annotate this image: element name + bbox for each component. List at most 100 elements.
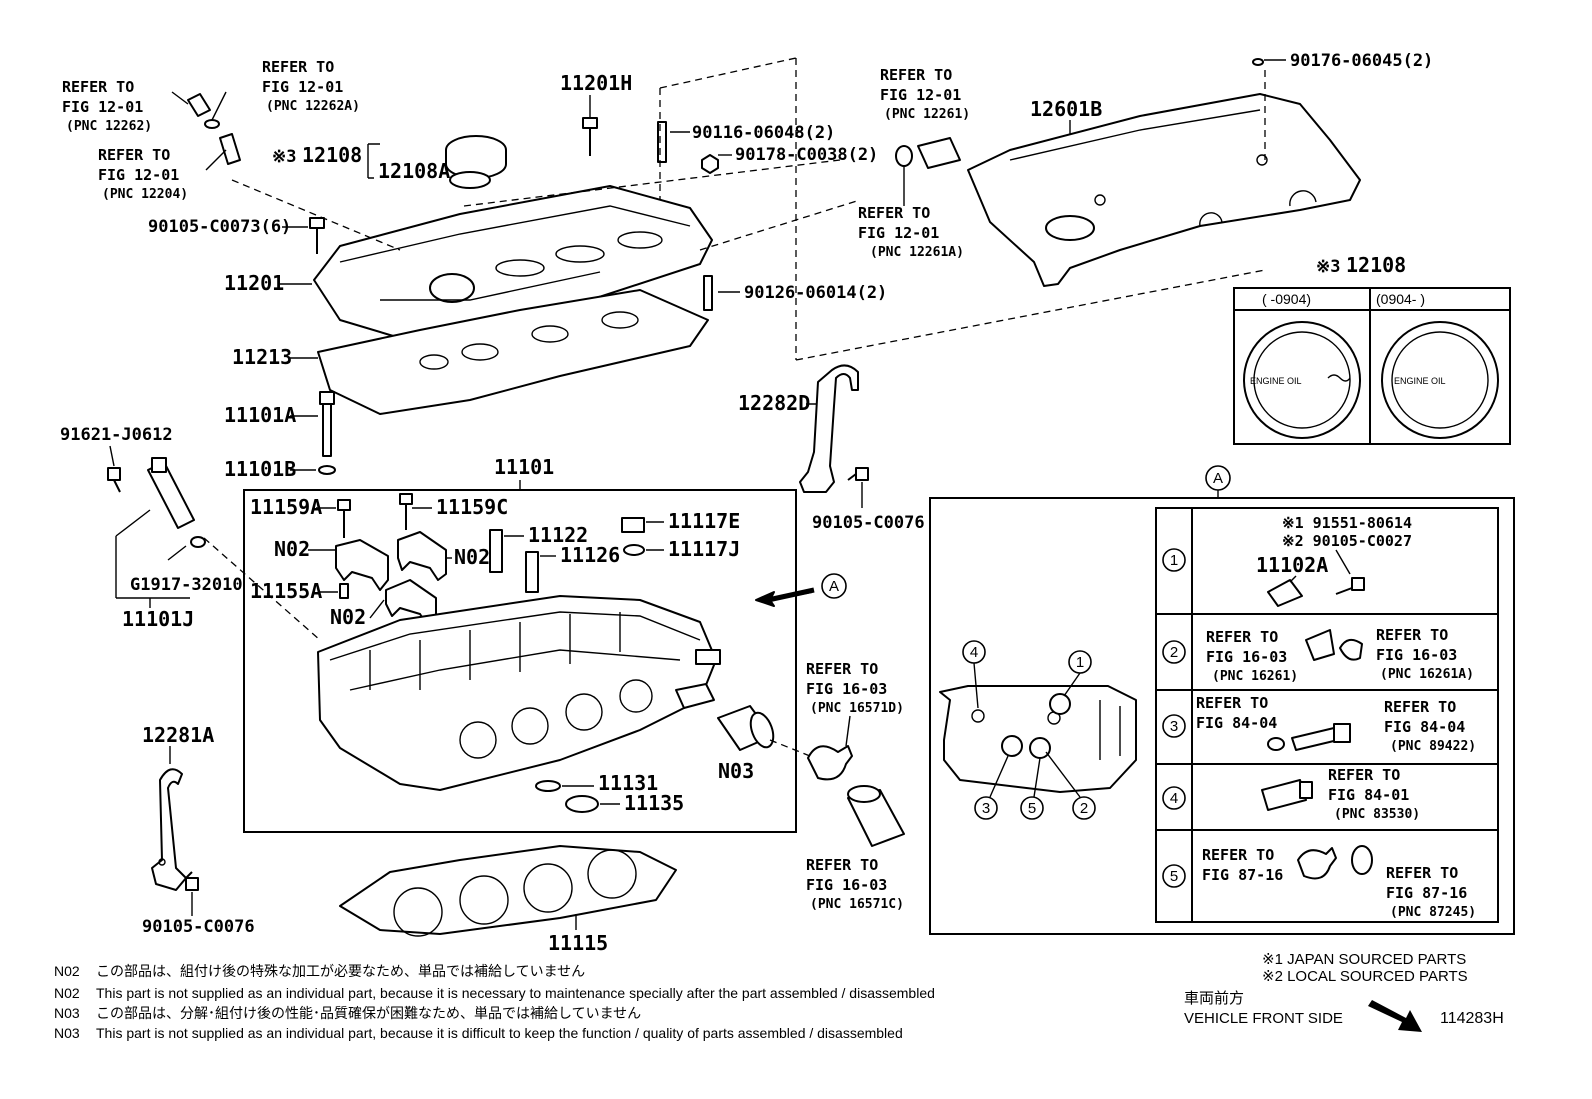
ref-pnc-12262a: REFER TO FIG 12-01 (PNC 12262A) — [262, 58, 360, 114]
svg-text:ENGINE OIL: ENGINE OIL — [1394, 376, 1446, 386]
plug-11117e — [621, 517, 645, 533]
pcv-connector-drawing — [171, 91, 241, 171]
hose-clamp-16571d — [807, 745, 853, 781]
ref-pnc-16571c: REFER TO FIG 16-03 (PNC 16571C) — [806, 856, 904, 912]
svg-text:1: 1 — [1170, 552, 1178, 569]
svg-text:(PNC 12261): (PNC 12261) — [884, 107, 970, 122]
pn-11201: 11201 — [224, 271, 284, 295]
seal-11135 — [565, 795, 599, 813]
water-outlet-n03 — [717, 705, 775, 751]
pn-11159c: 11159C — [436, 495, 508, 519]
oil-control-valve — [147, 457, 206, 548]
detail-a-label: A — [1213, 470, 1223, 487]
detail-row-2: 2 REFER TO FIG 16-03 (PNC 16261) REFER T… — [1162, 626, 1474, 684]
svg-text:3: 3 — [982, 800, 990, 817]
svg-text:(PNC 12204): (PNC 12204) — [102, 187, 188, 202]
pn-11155a: 11155A — [250, 579, 322, 603]
pn-90178-c0038: 90178-C0038(2) — [735, 145, 878, 165]
label-n03: N03 — [718, 759, 754, 783]
svg-text:1: 1 — [1076, 654, 1084, 671]
svg-text:VEHICLE FRONT SIDE: VEHICLE FRONT SIDE — [1184, 1010, 1343, 1027]
svg-text:REFER TO: REFER TO — [806, 856, 878, 874]
bolt-90105-c0076-left — [185, 871, 199, 891]
pn-11213: 11213 — [232, 345, 292, 369]
svg-text:4: 4 — [1170, 790, 1178, 807]
cylinder-head-cover — [313, 185, 713, 339]
engine-hanger-12281a — [151, 768, 187, 891]
head-bolt-11101a — [319, 391, 335, 457]
hose-16571c — [847, 785, 905, 847]
grommet-90176 — [1252, 58, 1264, 66]
oil-filler-cap — [445, 135, 507, 189]
svg-text:ENGINE OIL: ENGINE OIL — [1250, 376, 1302, 386]
svg-text:(PNC 89422): (PNC 89422) — [1390, 739, 1476, 754]
svg-text:車両前方: 車両前方 — [1184, 990, 1244, 1007]
svg-text:(PNC 87245): (PNC 87245) — [1390, 905, 1476, 920]
engine-block-detail — [939, 685, 1137, 793]
ref-pnc-12204: REFER TO FIG 12-01 (PNC 12204) — [98, 146, 188, 202]
pn-11126: 11126 — [560, 543, 620, 567]
svg-text:(PNC 16261): (PNC 16261) — [1212, 669, 1298, 684]
pn-91621-j0612: 91621-J0612 — [60, 425, 173, 445]
svg-text:5: 5 — [1028, 800, 1036, 817]
svg-text:FIG 16-03: FIG 16-03 — [806, 680, 887, 698]
pn-11117e: 11117E — [668, 509, 740, 533]
detail-row-3: 3 REFER TO FIG 84-04 REFER TO FIG 84-04 … — [1162, 694, 1476, 754]
tube-11126 — [525, 551, 539, 593]
svg-text:2: 2 — [1170, 644, 1178, 661]
cylinder-head-box — [243, 489, 797, 833]
svg-text:12108: 12108 — [1346, 253, 1406, 277]
svg-text:※1 JAPAN SOURCED PARTS: ※1 JAPAN SOURCED PARTS — [1262, 951, 1466, 968]
vehicle-front-indicator: 車両前方 VEHICLE FRONT SIDE — [1184, 990, 1422, 1032]
svg-text:(PNC 16261A): (PNC 16261A) — [1380, 667, 1474, 682]
bolt-90105-c0073 — [309, 217, 325, 254]
svg-text:REFER TO: REFER TO — [1202, 846, 1274, 864]
gasket-11117j — [623, 544, 645, 556]
svg-text:5: 5 — [1170, 868, 1178, 885]
stud-90116 — [657, 121, 667, 163]
oil-cap-new-icon — [1381, 321, 1499, 439]
svg-text:(PNC 12261A): (PNC 12261A) — [870, 245, 964, 260]
cam-cap-a — [335, 539, 389, 591]
svg-text:FIG 84-04: FIG 84-04 — [1196, 714, 1277, 732]
pn-11131: 11131 — [598, 771, 658, 795]
pn-90105-c0073: 90105-C0073(6) — [148, 217, 291, 237]
callout-4: 4 — [962, 640, 986, 709]
pn-12282d: 12282D — [738, 391, 810, 415]
svg-text:※3: ※3 — [1316, 257, 1340, 277]
ocv-bolt — [107, 467, 121, 493]
svg-text:REFER TO: REFER TO — [262, 58, 334, 76]
pn-90105-c0076-left: 90105-C0076 — [142, 917, 255, 937]
label-n02-c: N02 — [330, 605, 366, 629]
svg-text:FIG 12-01: FIG 12-01 — [880, 86, 961, 104]
pn-11101j: 11101J — [122, 607, 194, 631]
ref-pnc-16571d: REFER TO FIG 16-03 (PNC 16571D) — [806, 660, 904, 716]
svg-text:FIG 12-01: FIG 12-01 — [62, 98, 143, 116]
pn-12108a: 12108A — [378, 159, 450, 183]
washer-11101b — [318, 465, 336, 475]
svg-text:REFER TO: REFER TO — [858, 204, 930, 222]
oil-cap-variant-table: ※3 12108 ( -0904) (0904- ) ENGINE OIL EN… — [1233, 253, 1511, 445]
pn-g1917-32010: G1917-32010 — [130, 575, 243, 595]
gasket-11131 — [535, 780, 561, 792]
svg-text:FIG 12-01: FIG 12-01 — [262, 78, 343, 96]
svg-text:REFER TO: REFER TO — [1386, 864, 1458, 882]
callout-1: 1 — [1063, 650, 1092, 697]
pn-11101b: 11101B — [224, 457, 296, 481]
svg-text:※2 90105-C0027: ※2 90105-C0027 — [1282, 532, 1412, 550]
pn-11115: 11115 — [548, 931, 608, 955]
hose-clamp-12261 — [895, 137, 961, 169]
pn-90105-c0076-right: 90105-C0076 — [812, 513, 925, 533]
svg-text:FIG 16-03: FIG 16-03 — [1376, 646, 1457, 664]
svg-text:REFER TO: REFER TO — [1206, 628, 1278, 646]
svg-text:(PNC 16571D): (PNC 16571D) — [810, 701, 904, 716]
svg-text:11102A: 11102A — [1256, 553, 1328, 577]
source-legend: ※1 JAPAN SOURCED PARTS ※2 LOCAL SOURCED … — [1262, 951, 1468, 985]
svg-text:REFER TO: REFER TO — [1384, 698, 1456, 716]
callout-5: 5 — [1020, 757, 1044, 820]
pn-11122: 11122 — [528, 523, 588, 547]
svg-text:N02: N02 — [54, 985, 80, 1001]
pn-12601b: 12601B — [1030, 97, 1102, 121]
svg-text:FIG 12-01: FIG 12-01 — [98, 166, 179, 184]
svg-text:REFER TO: REFER TO — [98, 146, 170, 164]
